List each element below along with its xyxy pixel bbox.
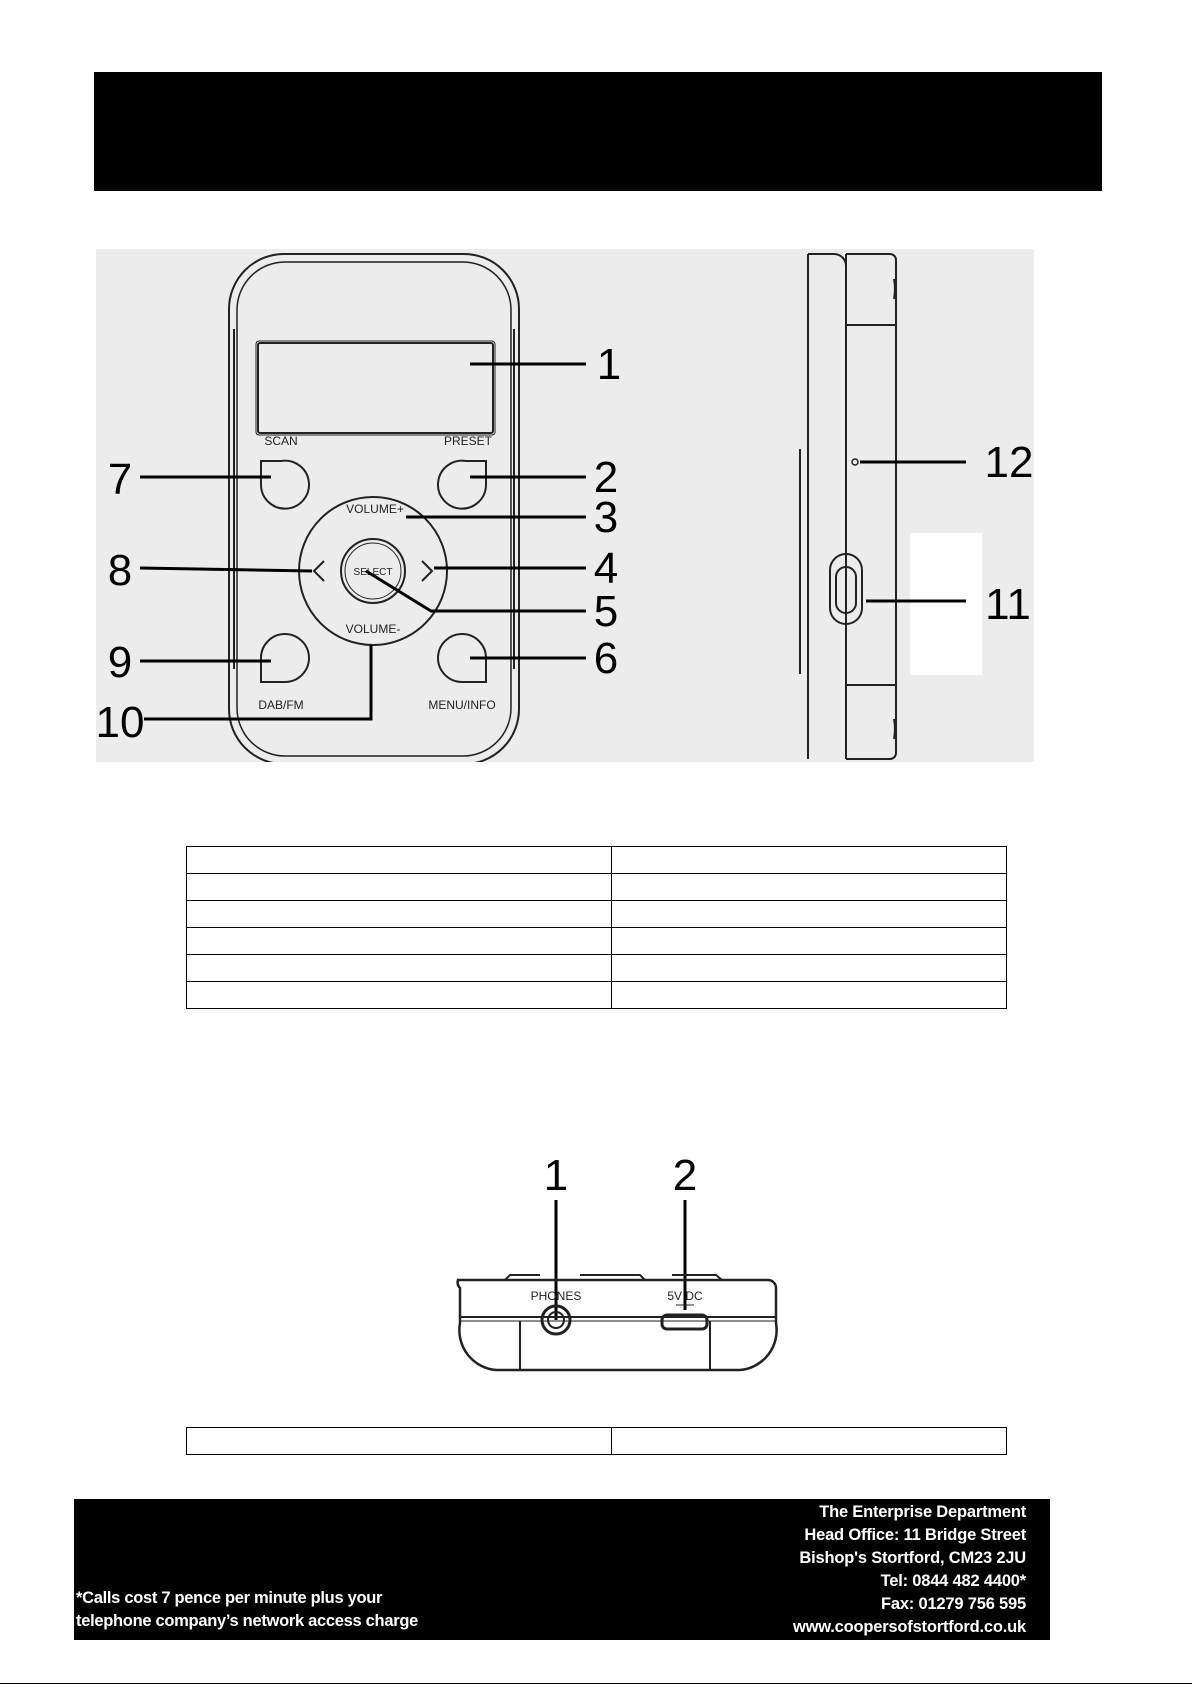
callout-11: 11 xyxy=(985,580,1031,629)
call-cost-line-1: *Calls cost 7 pence per minute plus your xyxy=(76,1589,383,1607)
menu-info-label: MENU/INFO xyxy=(428,698,495,712)
dc-label: 5V DC xyxy=(667,1289,703,1303)
switch-label-patch xyxy=(910,533,982,675)
table-row xyxy=(186,927,1007,955)
callout-7: 7 xyxy=(108,455,132,504)
head-office: Head Office: 11 Bridge Street xyxy=(804,1526,1026,1544)
table-row xyxy=(186,981,1007,1009)
callout-12: 12 xyxy=(985,438,1034,487)
callout-6: 6 xyxy=(594,634,618,683)
table-row xyxy=(186,900,1007,928)
callout-1: 1 xyxy=(597,340,621,389)
select-label: SELECT xyxy=(354,567,393,578)
front-side-illustration: SCAN PRESET VOLUME+ SELECT VOLUME- DAB/F… xyxy=(96,249,1034,762)
callout-8: 8 xyxy=(108,546,132,595)
table-row xyxy=(186,846,1007,874)
bottom-callout-1: 1 xyxy=(544,1151,568,1200)
scan-label: SCAN xyxy=(264,434,297,448)
preset-button xyxy=(437,459,487,510)
callout-3: 3 xyxy=(594,493,618,542)
navigation-ring xyxy=(298,496,448,646)
device-side-body xyxy=(799,253,897,760)
fax: Fax: 01279 756 595 xyxy=(880,1595,1026,1613)
bottom-callout-lines xyxy=(554,1200,687,1320)
preset-label: PRESET xyxy=(444,434,493,448)
front-controls-table xyxy=(186,846,1007,1009)
call-cost-note: *Calls cost 7 pence per minute plus your… xyxy=(76,1587,536,1633)
phones-label: PHONES xyxy=(531,1289,582,1303)
website: www.coopersofstortford.co.uk xyxy=(792,1618,1026,1636)
footer: *Calls cost 7 pence per minute plus your… xyxy=(74,1499,1050,1640)
dab-fm-button xyxy=(259,633,310,683)
volume-down-label: VOLUME- xyxy=(346,622,401,636)
device-bottom-body xyxy=(456,1274,778,1372)
volume-up-label: VOLUME+ xyxy=(346,502,404,516)
scan-button xyxy=(260,459,310,510)
bottom-rule xyxy=(0,1683,1192,1684)
header-bar xyxy=(94,72,1102,191)
callout-2: 2 xyxy=(594,453,618,502)
town: Bishop's Stortford, CM23 2JU xyxy=(799,1549,1026,1567)
contact-block: The Enterprise Department Head Office: 1… xyxy=(793,1501,1026,1639)
bottom-edge-illustration: 1 2 PHONES 5V DC xyxy=(440,1145,800,1375)
table-row xyxy=(186,873,1007,901)
callout-lines xyxy=(139,362,966,721)
callout-numbers: 1 2 3 4 5 6 7 8 9 10 11 12 xyxy=(96,340,1033,747)
side-grips xyxy=(233,329,515,669)
table-row xyxy=(186,954,1007,982)
callout-9: 9 xyxy=(108,638,132,687)
reset-hole xyxy=(851,458,859,466)
menu-info-button xyxy=(437,633,488,683)
device-front-body xyxy=(228,253,520,762)
department: The Enterprise Department xyxy=(819,1503,1026,1521)
callout-4: 4 xyxy=(594,544,618,593)
telephone: Tel: 0844 482 4400* xyxy=(880,1572,1027,1590)
callout-5: 5 xyxy=(594,587,618,636)
bottom-callout-2: 2 xyxy=(673,1151,697,1200)
callout-10: 10 xyxy=(96,698,144,747)
table-row xyxy=(186,1427,1007,1455)
dab-fm-label: DAB/FM xyxy=(258,698,303,712)
bottom-sockets-table xyxy=(186,1427,1007,1455)
call-cost-line-2: telephone company’s network access charg… xyxy=(76,1612,418,1630)
